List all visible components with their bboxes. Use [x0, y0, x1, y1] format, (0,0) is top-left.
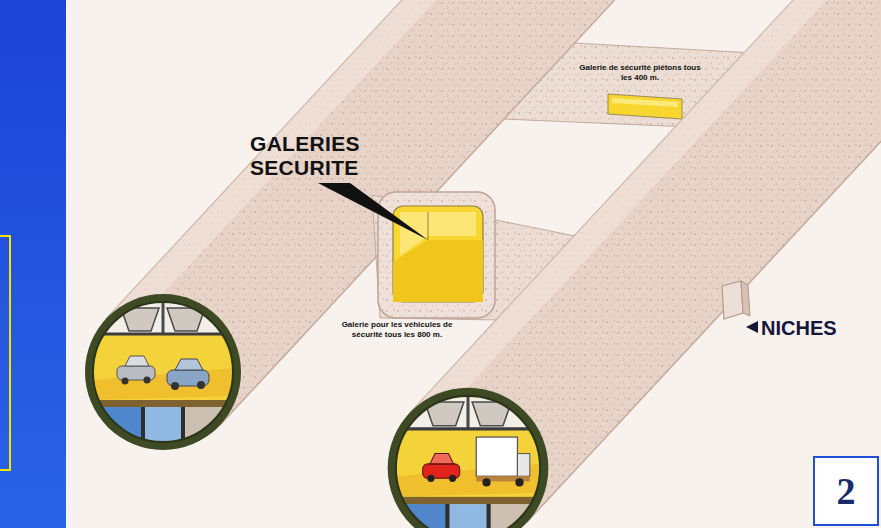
callout-label: NICHES: [761, 317, 837, 339]
car: [117, 356, 155, 385]
tunnel-section: [85, 294, 241, 450]
tunnel-section: [388, 388, 549, 528]
side-box: [0, 236, 10, 470]
callout-number: 2: [813, 456, 879, 526]
truck: [476, 437, 530, 486]
tunnel-tube: [409, 0, 881, 522]
callout-label: GALERIES SECURITE: [250, 132, 378, 180]
gallery-note: Galerie pour les véhicules de sécurité t…: [328, 320, 466, 339]
pointer: [746, 321, 758, 333]
callout-wedge: [318, 183, 428, 240]
node-text: 2: [837, 469, 856, 513]
car: [167, 359, 209, 390]
car: [423, 454, 460, 482]
niche: [722, 281, 758, 333]
gallery-note: Galerie de sécurité piétons tous les 400…: [574, 63, 706, 82]
